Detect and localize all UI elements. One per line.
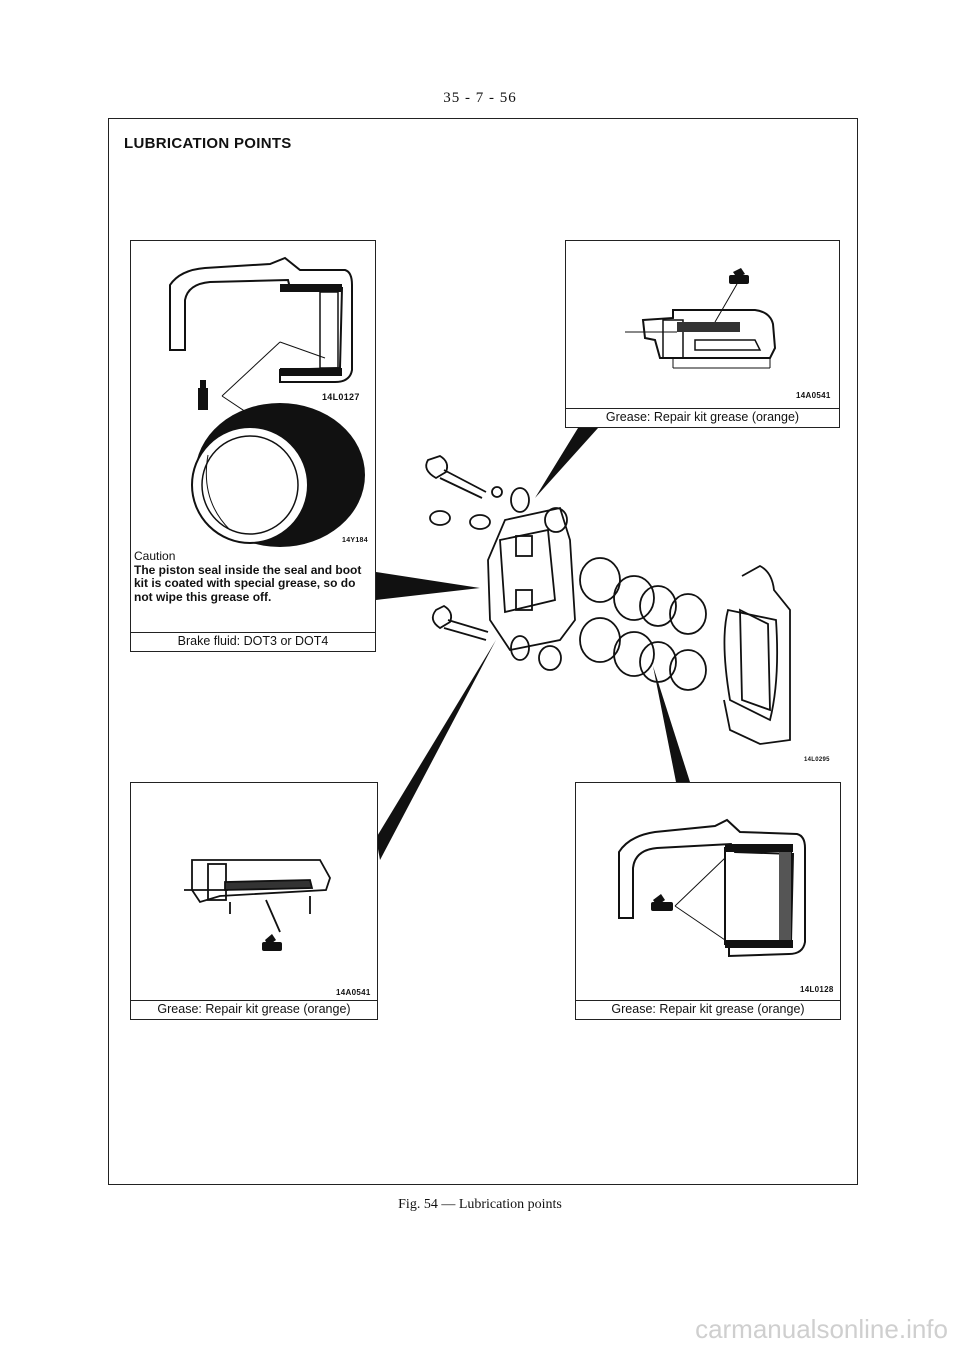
boot-section-illustration xyxy=(618,818,806,958)
piston-seal-illustration xyxy=(169,256,365,547)
page-number: 35 - 7 - 56 xyxy=(443,90,517,106)
grease-caption-top-right: Grease: Repair kit grease (orange) xyxy=(565,408,840,428)
caution-note: Caution The piston seal inside the seal … xyxy=(134,549,374,604)
section-title: LUBRICATION POINTS xyxy=(124,135,292,152)
panel-code-14l0127: 14L0127 xyxy=(322,392,360,402)
brake-fluid-caption: Brake fluid: DOT3 or DOT4 xyxy=(130,632,376,652)
caliper-section-illustration-top xyxy=(625,268,777,369)
panel-code-14y184: 14Y184 xyxy=(342,537,368,544)
caliper-section-illustration-bottom xyxy=(184,859,331,951)
grease-caption-bottom-right: Grease: Repair kit grease (orange) xyxy=(575,1000,841,1020)
caution-title: Caution xyxy=(134,549,176,563)
grease-caption-bottom-left: Grease: Repair kit grease (orange) xyxy=(130,1000,378,1020)
panel-code-14a0541-bottom: 14A0541 xyxy=(336,988,371,997)
panel-code-14l0295: 14L0295 xyxy=(804,757,830,763)
panel-code-14l0128: 14L0128 xyxy=(800,985,834,994)
footer-watermark: carmanualsonline.info xyxy=(695,1314,948,1344)
guide-pin-grease-panel-bottom xyxy=(130,782,378,1019)
guide-pin-grease-panel-top xyxy=(565,240,840,428)
figure-caption: Fig. 54 — Lubrication points xyxy=(398,1197,562,1212)
caution-text: The piston seal inside the seal and boot… xyxy=(134,562,362,604)
figure-frame xyxy=(108,118,858,1185)
panel-code-14a0541-top: 14A0541 xyxy=(796,391,831,400)
